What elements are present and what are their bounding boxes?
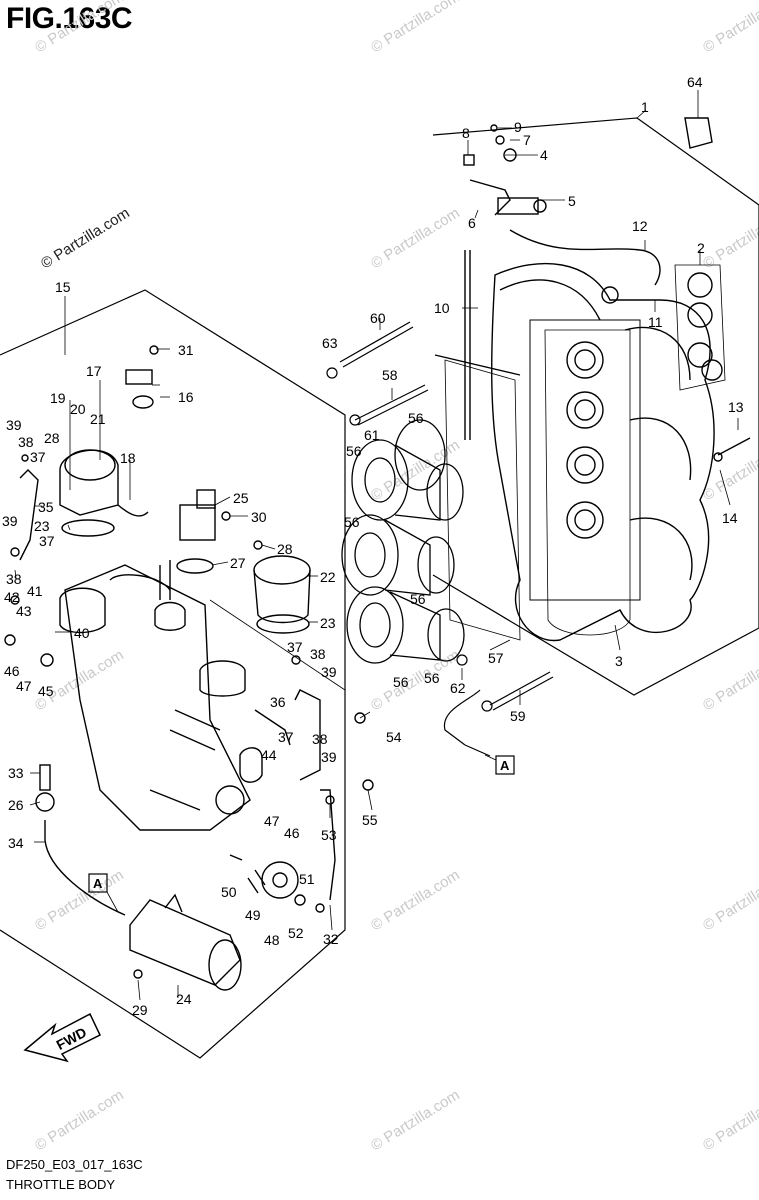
- callout-56: 56: [410, 591, 426, 607]
- callout-56: 56: [346, 443, 362, 459]
- callout-4: 4: [540, 147, 548, 163]
- callout-8: 8: [462, 125, 470, 141]
- callout-24: 24: [176, 991, 192, 1007]
- callout-40: 40: [74, 625, 90, 641]
- callout-37: 37: [287, 639, 303, 655]
- callout-63: 63: [322, 335, 338, 351]
- callout-26: 26: [8, 797, 24, 813]
- callout-42: 42: [4, 589, 20, 605]
- callout-39: 39: [321, 664, 337, 680]
- callout-57: 57: [488, 650, 504, 666]
- callout-13: 13: [728, 399, 744, 415]
- callout-38: 38: [18, 434, 34, 450]
- callout-56: 56: [344, 514, 360, 530]
- callout-12: 12: [632, 218, 648, 234]
- callout-33: 33: [8, 765, 24, 781]
- callout-28: 28: [277, 541, 293, 557]
- callout-35: 35: [38, 499, 54, 515]
- callout-38: 38: [312, 731, 328, 747]
- diagram-code: DF250_E03_017_163C: [6, 1157, 143, 1172]
- callout-56: 56: [408, 410, 424, 426]
- callout-7: 7: [523, 132, 531, 148]
- callout-45: 45: [38, 683, 54, 699]
- callout-23: 23: [34, 518, 50, 534]
- callout-51: 51: [299, 871, 315, 887]
- callout-17: 17: [86, 363, 102, 379]
- callout-1: 1: [641, 99, 649, 115]
- callout-22: 22: [320, 569, 336, 585]
- callout-3: 3: [615, 653, 623, 669]
- callout-59: 59: [510, 708, 526, 724]
- callout-47: 47: [264, 813, 280, 829]
- callout-55: 55: [362, 812, 378, 828]
- throttle-housing-drawing: [4, 345, 374, 991]
- callout-34: 34: [8, 835, 24, 851]
- callout-37: 37: [39, 533, 55, 549]
- callout-27: 27: [230, 555, 246, 571]
- ref-label-a-left: A: [93, 876, 103, 891]
- callout-28: 28: [44, 430, 60, 446]
- callout-19: 19: [50, 390, 66, 406]
- callout-61: 61: [364, 427, 380, 443]
- callout-46: 46: [284, 825, 300, 841]
- callout-39: 39: [6, 417, 22, 433]
- throttle-bell-drawing: [341, 354, 521, 664]
- callout-21: 21: [90, 411, 106, 427]
- ref-label-a-right: A: [500, 758, 510, 773]
- callout-41: 41: [27, 583, 43, 599]
- callout-39: 39: [2, 513, 18, 529]
- callout-2: 2: [697, 240, 705, 256]
- callout-62: 62: [450, 680, 466, 696]
- callout-23: 23: [320, 615, 336, 631]
- callout-18: 18: [120, 450, 136, 466]
- callout-6: 6: [468, 215, 476, 231]
- callout-52: 52: [288, 925, 304, 941]
- callout-25: 25: [233, 490, 249, 506]
- callout-37: 37: [278, 729, 294, 745]
- callout-54: 54: [386, 729, 402, 745]
- callout-11: 11: [648, 314, 663, 330]
- callout-46: 46: [4, 663, 20, 679]
- group-outline-throttle: [0, 289, 346, 1059]
- callout-58: 58: [382, 367, 398, 383]
- intake-manifold-drawing: [463, 117, 751, 642]
- figure-title: FIG.163C: [6, 2, 133, 35]
- callout-48: 48: [264, 932, 280, 948]
- callout-31: 31: [178, 342, 194, 358]
- callout-9: 9: [514, 119, 522, 135]
- callout-37: 37: [30, 449, 46, 465]
- group-outline-manifold: [432, 117, 759, 696]
- callout-36: 36: [270, 694, 286, 710]
- leader-lines: [14, 90, 739, 1001]
- callout-64: 64: [687, 74, 703, 90]
- fwd-arrow-icon: FWD: [23, 1012, 101, 1063]
- long-bolts: [326, 321, 554, 757]
- ref-box-a-right: [495, 755, 515, 775]
- callout-10: 10: [434, 300, 450, 316]
- callout-29: 29: [132, 1002, 148, 1018]
- callout-20: 20: [70, 401, 86, 417]
- callout-60: 60: [370, 310, 386, 326]
- callout-16: 16: [178, 389, 194, 405]
- callout-50: 50: [221, 884, 237, 900]
- callout-44: 44: [261, 747, 277, 763]
- callout-49: 49: [245, 907, 261, 923]
- callout-53: 53: [321, 827, 337, 843]
- diagram-caption: THROTTLE BODY: [6, 1177, 116, 1192]
- callout-labels: 1 2 3 4 5 6 7 8 9 10 11 12 13 14 15 16 1…: [2, 74, 744, 1018]
- callout-32: 32: [323, 931, 339, 947]
- ref-box-a-left: [88, 873, 108, 893]
- callout-15: 15: [55, 279, 71, 295]
- callout-56: 56: [424, 670, 440, 686]
- callout-39: 39: [321, 749, 337, 765]
- callout-43: 43: [16, 603, 32, 619]
- callout-47: 47: [16, 678, 32, 694]
- callout-38: 38: [310, 646, 326, 662]
- callout-14: 14: [722, 510, 738, 526]
- callout-5: 5: [568, 193, 576, 209]
- callout-38: 38: [6, 571, 22, 587]
- callout-30: 30: [251, 509, 267, 525]
- callout-56: 56: [393, 674, 409, 690]
